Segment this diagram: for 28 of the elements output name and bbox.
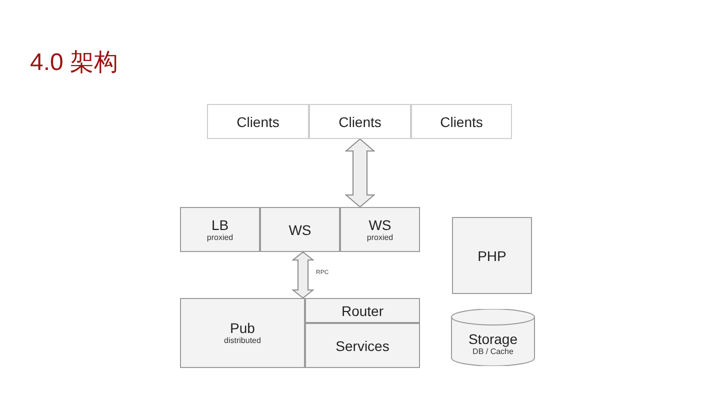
component-box [180,207,260,252]
node-subtitle: distributed [224,336,261,346]
component-box [305,323,420,368]
node-label: WS [368,216,392,232]
node-label: Clients [440,114,483,130]
node-label: Pub [230,320,255,336]
component-box [452,217,532,294]
double-block-arrow [344,138,376,208]
node-label: WS [288,222,312,238]
node-label: Router [341,302,384,318]
client-box [411,104,512,139]
component-box [340,207,420,252]
slide-title: 4.0 架构 [30,48,118,78]
node-label: Storage [468,330,518,346]
node-label: Services [336,338,390,354]
node-subtitle: proxied [206,232,234,242]
client-box [207,104,309,139]
client-box [309,104,411,139]
node-label: PHP [478,248,506,264]
node-subtitle: DB / Cache [472,346,514,356]
node-label: Clients [236,114,280,130]
node-label: LB [211,216,229,232]
component-box [305,298,420,323]
component-box [180,298,305,368]
double-block-arrow [292,251,314,299]
node-label: Clients [338,114,382,130]
component-box [260,207,340,252]
node-subtitle: proxied [366,232,394,242]
